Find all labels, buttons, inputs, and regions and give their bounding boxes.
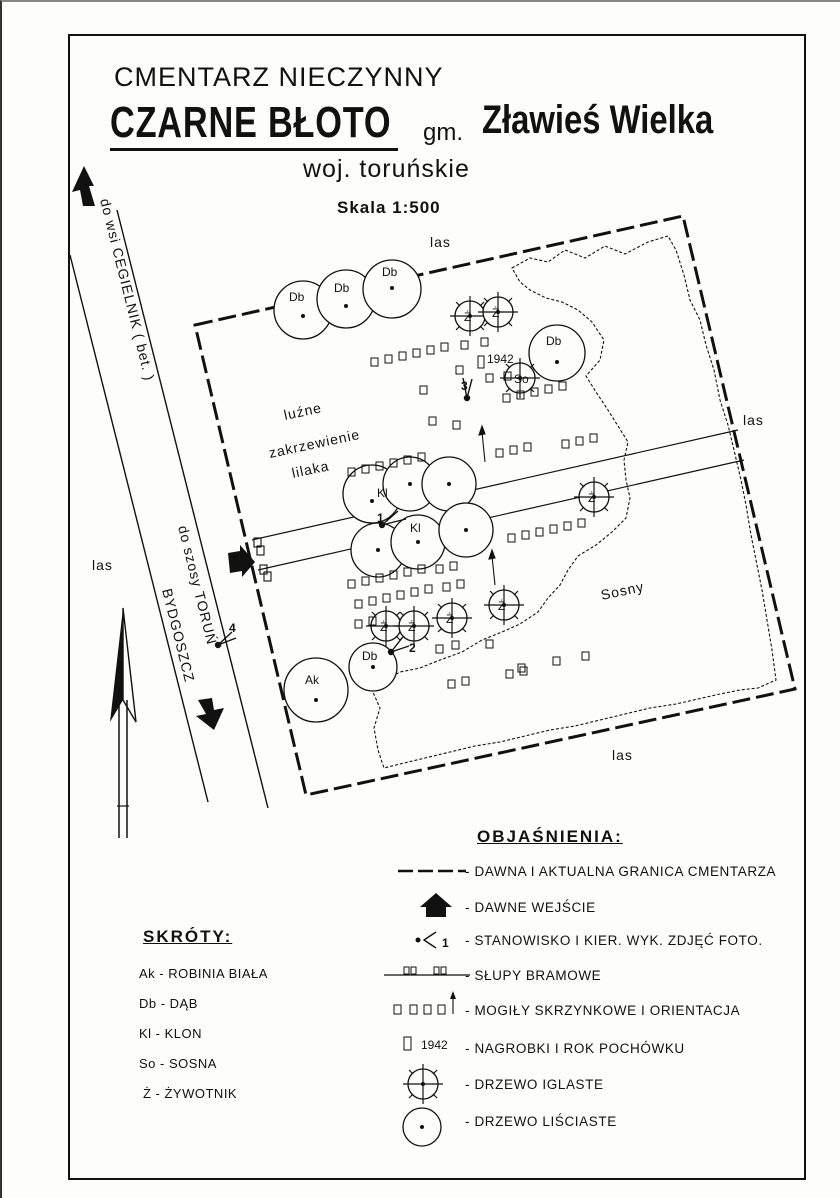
deciduous-trees (273, 259, 586, 723)
forest-edge (371, 235, 777, 769)
cemetery-name: CZARNE BŁOTO (110, 98, 392, 147)
forest-label-bottom: las (612, 747, 633, 763)
road-arrow-south-icon (196, 698, 224, 730)
legend-item-conifer: - DRZEWO IGLASTE (465, 1077, 604, 1092)
abbreviation-item: Ż - ŻYWOTNIK (143, 1086, 238, 1101)
legend-year-sample: 1942 (421, 1038, 448, 1052)
commune-name: Zławieś Wielka (482, 98, 714, 142)
tree-label: Db (382, 265, 398, 279)
old-entrance-arrow (228, 545, 255, 577)
photo-positions (214, 377, 473, 656)
forest-label-left: las (92, 557, 113, 573)
shrub-label: lilaka (290, 457, 330, 481)
abbreviation-item: Db - DĄB (139, 996, 198, 1011)
tree-label: So (514, 372, 529, 386)
road (69, 209, 269, 809)
tree-centers (301, 286, 559, 702)
north-arrow-icon (110, 607, 137, 838)
pines-label: Sosny (599, 578, 645, 603)
tree-label: Ż (408, 620, 415, 634)
grave-orientation-arrows (478, 424, 496, 586)
legend-item-boundary: - DAWNA I AKTUALNA GRANICA CMENTARZA (465, 864, 777, 879)
tree-label: Ż (446, 612, 453, 626)
road-label-south: BYDGOSZCZ (159, 587, 198, 684)
title-subtitle: CMENTARZ NIECZYNNY (114, 62, 444, 92)
photo-number: 4 (229, 621, 236, 635)
road-arrow-north-icon (72, 166, 95, 206)
legend-item-graves: - MOGIŁY SKRZYNKOWE I ORIENTACJA (465, 1003, 741, 1018)
tree-label: Kl (377, 486, 388, 500)
tree-label: Ż (464, 310, 471, 324)
tree-label: Db (546, 334, 562, 348)
shrub-label: luźne (282, 399, 323, 423)
abbreviation-item: Ak - ROBINIA BIAŁA (139, 966, 268, 981)
forest-label-top: las (430, 234, 451, 250)
photo-number: 3 (461, 379, 468, 393)
map-frame (68, 34, 806, 1180)
shrub-label: zakrzewienie (267, 426, 361, 461)
tree-label: Kl (410, 521, 421, 535)
headstone-year: 1942 (487, 352, 514, 366)
cemetery-boundary (193, 214, 797, 797)
graves (347, 337, 598, 689)
legend-symbols (384, 869, 470, 1147)
tree-label: Ż (380, 620, 387, 634)
tree-label: Ż (588, 491, 595, 505)
legend-item-gate-posts: - SŁUPY BRAMOWE (465, 968, 602, 983)
forest-label-right: las (743, 412, 764, 428)
title-underline (110, 148, 398, 151)
tree-label: Ż (492, 306, 499, 320)
commune-prefix: gm. (423, 119, 464, 146)
tree-label: Db (362, 649, 378, 663)
gate-alley (251, 429, 745, 582)
legend-photo-number: 1 (442, 936, 449, 950)
tree-label: Db (289, 290, 305, 304)
photo-number: 1 (377, 511, 384, 525)
abbreviation-item: Kl - KLON (139, 1026, 203, 1041)
tree-label: Ż (498, 599, 505, 613)
map-scale: Skala 1:500 (337, 198, 441, 217)
photo-number: 2 (409, 641, 416, 655)
tree-label: Ak (305, 673, 320, 687)
road-label-north: do wsi CEGIELNIK ( bet. ) (97, 197, 158, 383)
legend-item-photo: - STANOWISKO I KIER. WYK. ZDJĘĆ FOTO. (465, 933, 763, 948)
legend-item-entrance: - DAWNE WEJŚCIE (465, 900, 596, 915)
province-name: woj. toruńskie (303, 155, 470, 183)
tree-label: Db (334, 281, 350, 295)
abbreviations-title: SKRÓTY: (143, 927, 233, 946)
legend-title: OBJAŚNIENIA: (477, 827, 623, 846)
legend-item-deciduous: - DRZEWO LIŚCIASTE (465, 1114, 617, 1129)
abbreviation-item: So - SOSNA (139, 1056, 217, 1071)
legend-item-headstones: - NAGROBKI I ROK POCHÓWKU (465, 1041, 685, 1056)
